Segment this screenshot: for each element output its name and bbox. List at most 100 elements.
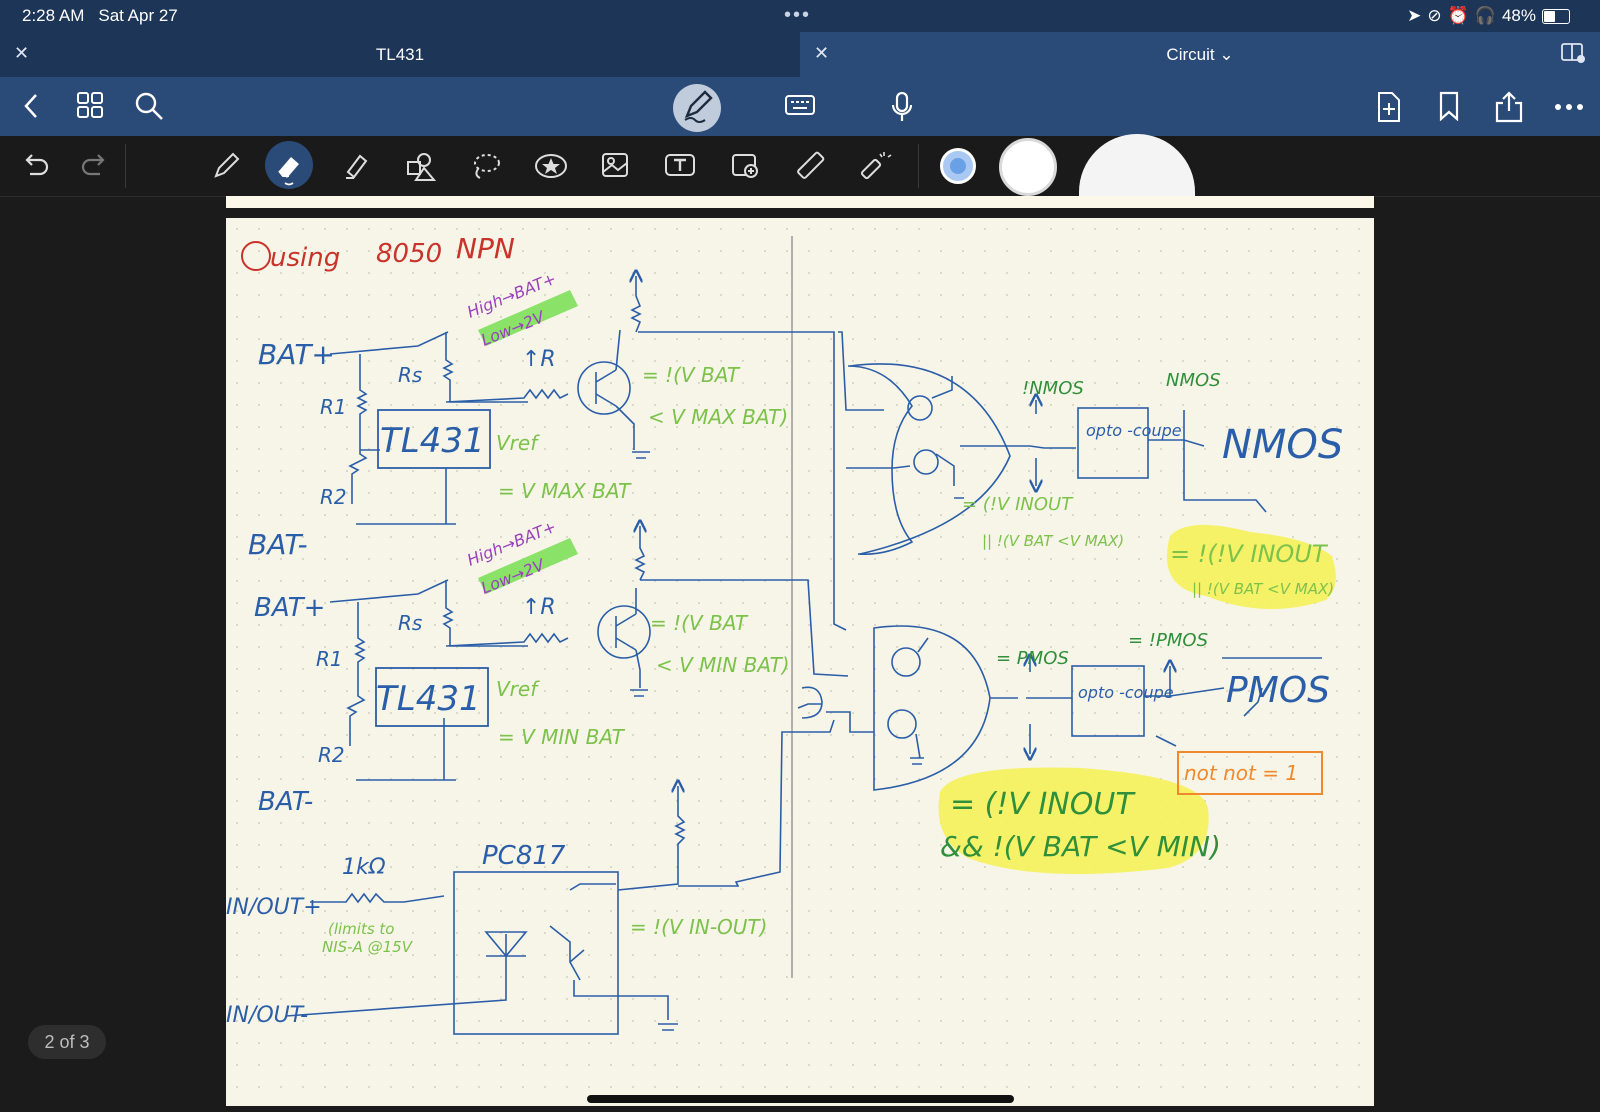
shapes-icon[interactable] [404,150,438,182]
svg-text:Rs: Rs [398,611,422,635]
svg-text:↑R: ↑R [522,595,556,620]
previous-page-edge [226,196,1374,208]
add-page-icon[interactable] [1376,91,1402,123]
svg-text:IN/OUT+: IN/OUT+ [226,895,322,920]
svg-text:opto -coupe: opto -coupe [1086,421,1182,440]
redo-icon[interactable] [80,150,110,180]
document-tabs: ✕ TL431 ✕ Circuit ⌄ [0,32,1600,77]
svg-text:= PMOS: = PMOS [996,648,1069,669]
split-view-icon[interactable] [1560,42,1586,64]
svg-text:R2: R2 [318,743,345,767]
svg-text:8050: 8050 [376,239,442,269]
image-icon[interactable] [600,150,630,180]
sticker-icon[interactable] [534,150,568,182]
handwritten-circuit-drawing: using 8050 NPN BAT+ BAT- R1 R2 Rs TL431 … [226,232,1343,1035]
highlight-green-a [478,290,578,346]
highlight-green-b [478,538,578,594]
share-icon[interactable] [1494,91,1524,123]
svg-text:NPN: NPN [456,232,515,265]
svg-text:BAT-: BAT- [258,787,313,817]
tab-circuit[interactable]: ✕ Circuit ⌄ [800,32,1600,77]
status-date: Sat Apr 27 [98,6,178,25]
svg-text:BAT+: BAT+ [258,338,335,371]
svg-text:TL431: TL431 [376,679,481,719]
keyboard-icon[interactable] [784,91,816,119]
handwriting-mode-button[interactable] [673,84,721,132]
svg-text:PC817: PC817 [482,841,566,871]
undo-icon[interactable] [20,150,50,180]
svg-text:Rs: Rs [398,363,422,387]
bookmark-icon[interactable] [1438,91,1460,121]
svg-text:R2: R2 [320,485,347,509]
highlight-yellow-or [1166,524,1336,610]
home-indicator[interactable] [587,1095,1014,1103]
back-icon[interactable] [20,91,42,121]
battery-icon [1542,8,1570,24]
svg-text:NMOS: NMOS [1166,370,1221,391]
svg-text:= !(!V INOUT: = !(!V INOUT [1170,540,1329,568]
drawing-toolbar [0,136,1600,197]
svg-text:PMOS: PMOS [1226,670,1330,711]
battery-percent: 48% [1501,6,1536,25]
svg-text:(limits to: (limits to [328,920,395,938]
svg-text:NIS-A @15V: NIS-A @15V [322,938,414,956]
svg-text:using: using [270,243,340,273]
svg-text:Vref: Vref [496,677,540,701]
laser-pointer-icon[interactable] [858,150,892,182]
headphones-icon: 🎧 [1474,6,1496,25]
pen-icon[interactable] [210,150,242,182]
circuit-b-labels: BAT+ BAT- R1 R2 Rs TL431 ↑R [254,593,556,817]
svg-text:= !PMOS: = !PMOS [1128,630,1208,651]
svg-text:= !(V BAT: = !(V BAT [642,363,741,387]
multitasking-dots-icon[interactable]: ••• [784,4,812,26]
svg-text:= V MIN BAT: = V MIN BAT [498,725,626,749]
svg-text:= (!V INOUT: = (!V INOUT [962,494,1074,515]
svg-text:&& !(V BAT <V MIN): && !(V BAT <V MIN) [940,830,1221,863]
svg-text:!NMOS: !NMOS [1022,378,1084,399]
highlighter-icon[interactable] [340,150,372,182]
svg-text:BAT+: BAT+ [254,593,325,623]
color-swatch-white[interactable] [999,138,1057,196]
close-tab-icon[interactable]: ✕ [14,43,30,63]
eraser-tool-button[interactable] [265,141,313,189]
tab-tl431[interactable]: ✕ TL431 [0,32,800,77]
more-icon[interactable] [1554,103,1584,111]
svg-text:TL431: TL431 [380,421,485,461]
tab-title: TL431 [375,45,425,64]
note-page[interactable]: using 8050 NPN BAT+ BAT- R1 R2 Rs TL431 … [226,218,1374,1106]
svg-text:1kΩ: 1kΩ [342,855,386,880]
svg-text:not not = 1: not not = 1 [1184,761,1298,785]
svg-text:= !(V IN-OUT): = !(V IN-OUT) [630,915,767,939]
svg-text:Vref: Vref [496,431,540,455]
location-icon: ➤ [1407,6,1422,25]
highlight-yellow-and [938,767,1209,875]
svg-text:|| !(V BAT <V MAX): || !(V BAT <V MAX) [982,532,1124,550]
ruler-icon[interactable] [794,150,826,182]
search-icon[interactable] [134,91,164,121]
svg-text:< V MAX BAT): < V MAX BAT) [648,405,788,429]
tab-title: Circuit [1166,45,1215,64]
svg-text:↑R: ↑R [522,347,556,372]
close-tab-icon[interactable]: ✕ [814,43,830,63]
svg-text:IN/OUT-: IN/OUT- [226,1003,308,1028]
svg-text:NMOS: NMOS [1222,422,1343,468]
microphone-icon[interactable] [890,91,914,123]
svg-text:BAT-: BAT- [248,528,308,561]
heading: using 8050 NPN [241,232,515,273]
svg-text:opto -coupe: opto -coupe [1078,683,1174,702]
handwriting-pen-icon [684,90,713,123]
svg-text:= !(V BAT: = !(V BAT [650,611,749,635]
svg-text:R1: R1 [320,395,347,419]
grid-icon[interactable] [76,91,104,119]
svg-text:= (!V INOUT: = (!V INOUT [950,787,1136,822]
svg-text:|| !(V BAT <V MAX): || !(V BAT <V MAX) [1192,580,1334,598]
chevron-down-icon[interactable]: ⌄ [1219,45,1234,64]
lasso-icon[interactable] [470,150,502,182]
text-icon[interactable] [664,150,696,180]
svg-text:= V MAX BAT: = V MAX BAT [498,479,632,503]
color-swatch-blue[interactable] [940,148,976,184]
camera-icon[interactable] [730,150,762,182]
svg-text:R1: R1 [316,647,343,671]
status-time: 2:28 AM [22,6,85,25]
